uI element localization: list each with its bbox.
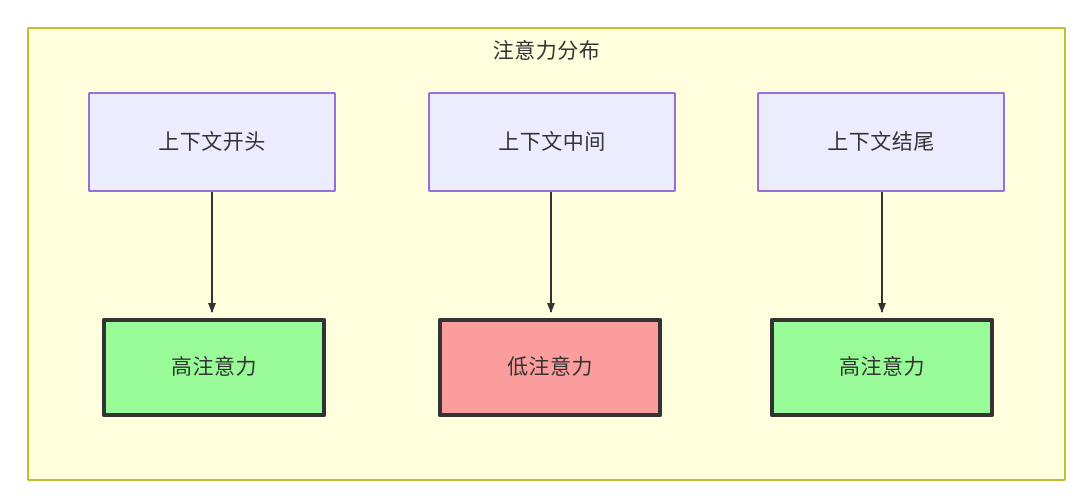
node-low-attention-middle-label: 低注意力 xyxy=(507,356,593,379)
node-context-start-label: 上下文开头 xyxy=(158,130,266,154)
node-high-attention-left[interactable]: 高注意力 xyxy=(102,318,326,417)
diagram-title: 注意力分布 xyxy=(492,40,601,63)
node-context-middle[interactable]: 上下文中间 xyxy=(428,92,676,192)
node-context-end-label: 上下文结尾 xyxy=(827,130,935,154)
node-context-middle-label: 上下文中间 xyxy=(498,130,606,154)
node-context-start[interactable]: 上下文开头 xyxy=(88,92,336,192)
node-high-attention-right-label: 高注意力 xyxy=(839,356,925,379)
node-context-end[interactable]: 上下文结尾 xyxy=(757,92,1005,192)
node-low-attention-middle[interactable]: 低注意力 xyxy=(438,318,662,417)
node-high-attention-right[interactable]: 高注意力 xyxy=(770,318,994,417)
node-high-attention-left-label: 高注意力 xyxy=(171,356,257,379)
